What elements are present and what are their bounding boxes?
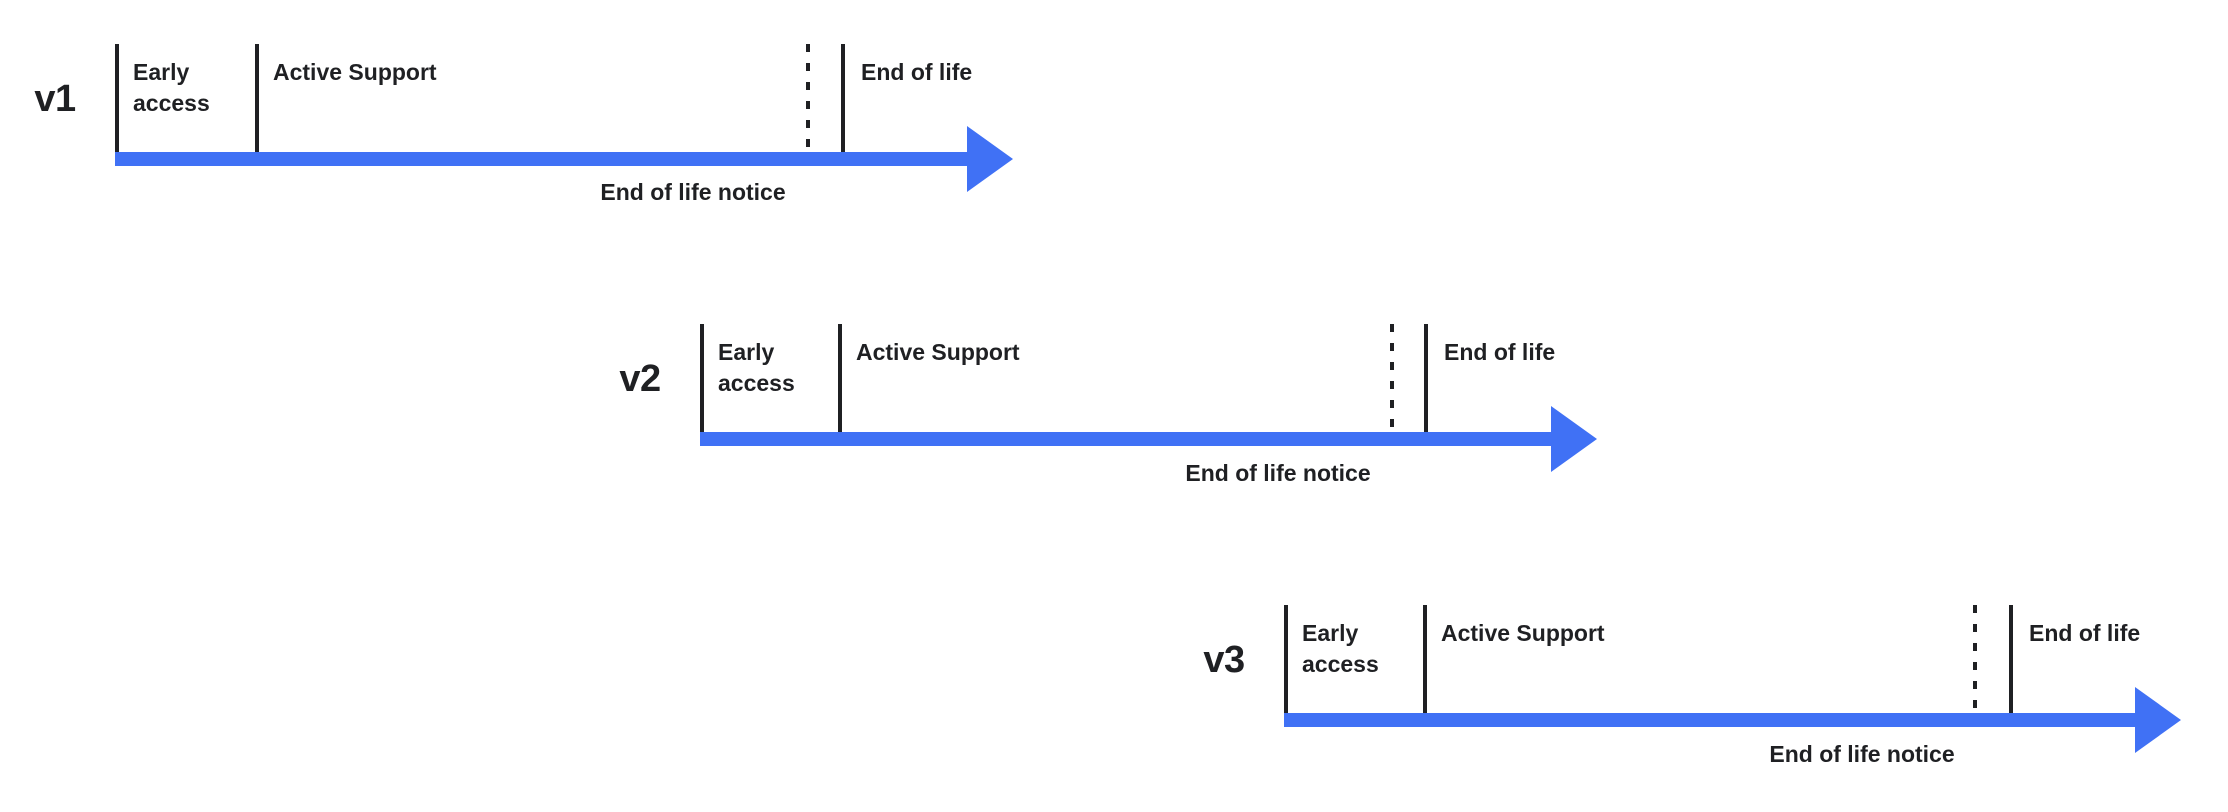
timeline-arrow-v1 xyxy=(115,126,1013,192)
phase-label-end-of-life-v1: End of life xyxy=(861,59,972,85)
phase-label-active-support-v2: Active Support xyxy=(856,339,1020,365)
phase-label-line: access xyxy=(718,370,795,396)
phase-label-line: Early xyxy=(718,339,774,365)
timeline-row-v1: v1 Early access Active Support End of lifeEn… xyxy=(34,44,1013,205)
phase-label-active-support-v3: Active Support xyxy=(1441,620,1605,646)
version-label-v1: v1 xyxy=(34,78,76,120)
timeline-row-v3: v3 Early access Active Support End of lifeEn… xyxy=(1203,605,2181,767)
timeline-arrow-v3 xyxy=(1284,687,2181,753)
version-label-v2: v2 xyxy=(619,358,660,400)
phase-label-end-of-life-v2: End of life xyxy=(1444,339,1555,365)
phase-label-active-support-v1: Active Support xyxy=(273,59,437,85)
phase-label-line: access xyxy=(133,90,210,116)
timeline-row-v2: v2 Early access Active Support End of lifeEn… xyxy=(619,324,1597,486)
phase-label-early-access-v3: Early access xyxy=(1302,620,1379,677)
end-of-life-notice-label-v2: End of life notice xyxy=(1185,460,1370,486)
phase-label-line: Early xyxy=(133,59,189,85)
phase-label-early-access-v1: Early access xyxy=(133,59,210,116)
phase-label-line: Early xyxy=(1302,620,1358,646)
timeline-arrow-v2 xyxy=(700,406,1597,472)
end-of-life-notice-label-v3: End of life notice xyxy=(1769,741,1954,767)
phase-label-line: access xyxy=(1302,651,1379,677)
end-of-life-notice-label-v1: End of life notice xyxy=(600,179,785,205)
phase-label-early-access-v2: Early access xyxy=(718,339,795,396)
version-label-v3: v3 xyxy=(1203,639,1244,681)
phase-label-end-of-life-v3: End of life xyxy=(2029,620,2140,646)
